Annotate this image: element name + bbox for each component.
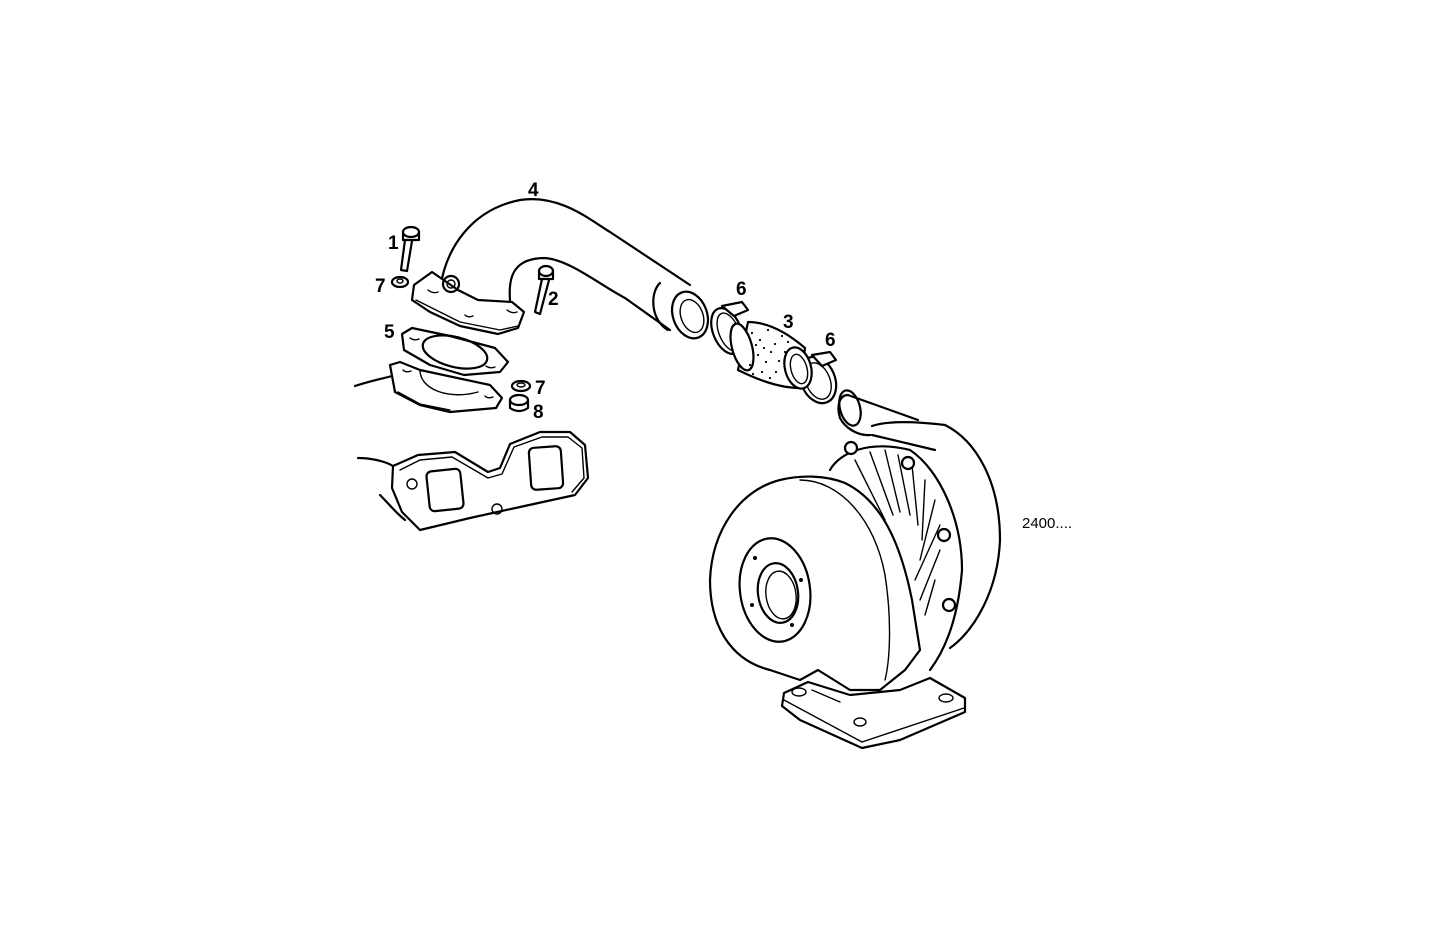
callout-6-right: 6 [825,330,836,351]
callout-3: 3 [783,312,794,333]
bolt-1 [399,225,421,273]
turbocharger [708,389,1002,750]
callout-2: 2 [548,289,559,310]
flange-gasket [400,326,510,377]
reference-code: 2400.... [1022,515,1073,532]
flexible-hose-sleeve [729,320,813,390]
callout-7-upper: 7 [375,276,386,297]
callout-5: 5 [384,322,395,343]
callout-6-left: 6 [736,279,747,300]
nut [508,393,530,413]
callout-7-lower: 7 [535,378,546,399]
exhaust-flange [353,360,504,414]
washer-upper [390,275,410,289]
callout-1: 1 [388,233,399,254]
callout-8: 8 [533,402,544,423]
exhaust-manifold-gasket [356,430,590,532]
elbow-pipe [410,198,710,340]
washer-lower [510,379,532,393]
callout-4: 4 [528,180,539,201]
bolt-2 [533,264,555,316]
